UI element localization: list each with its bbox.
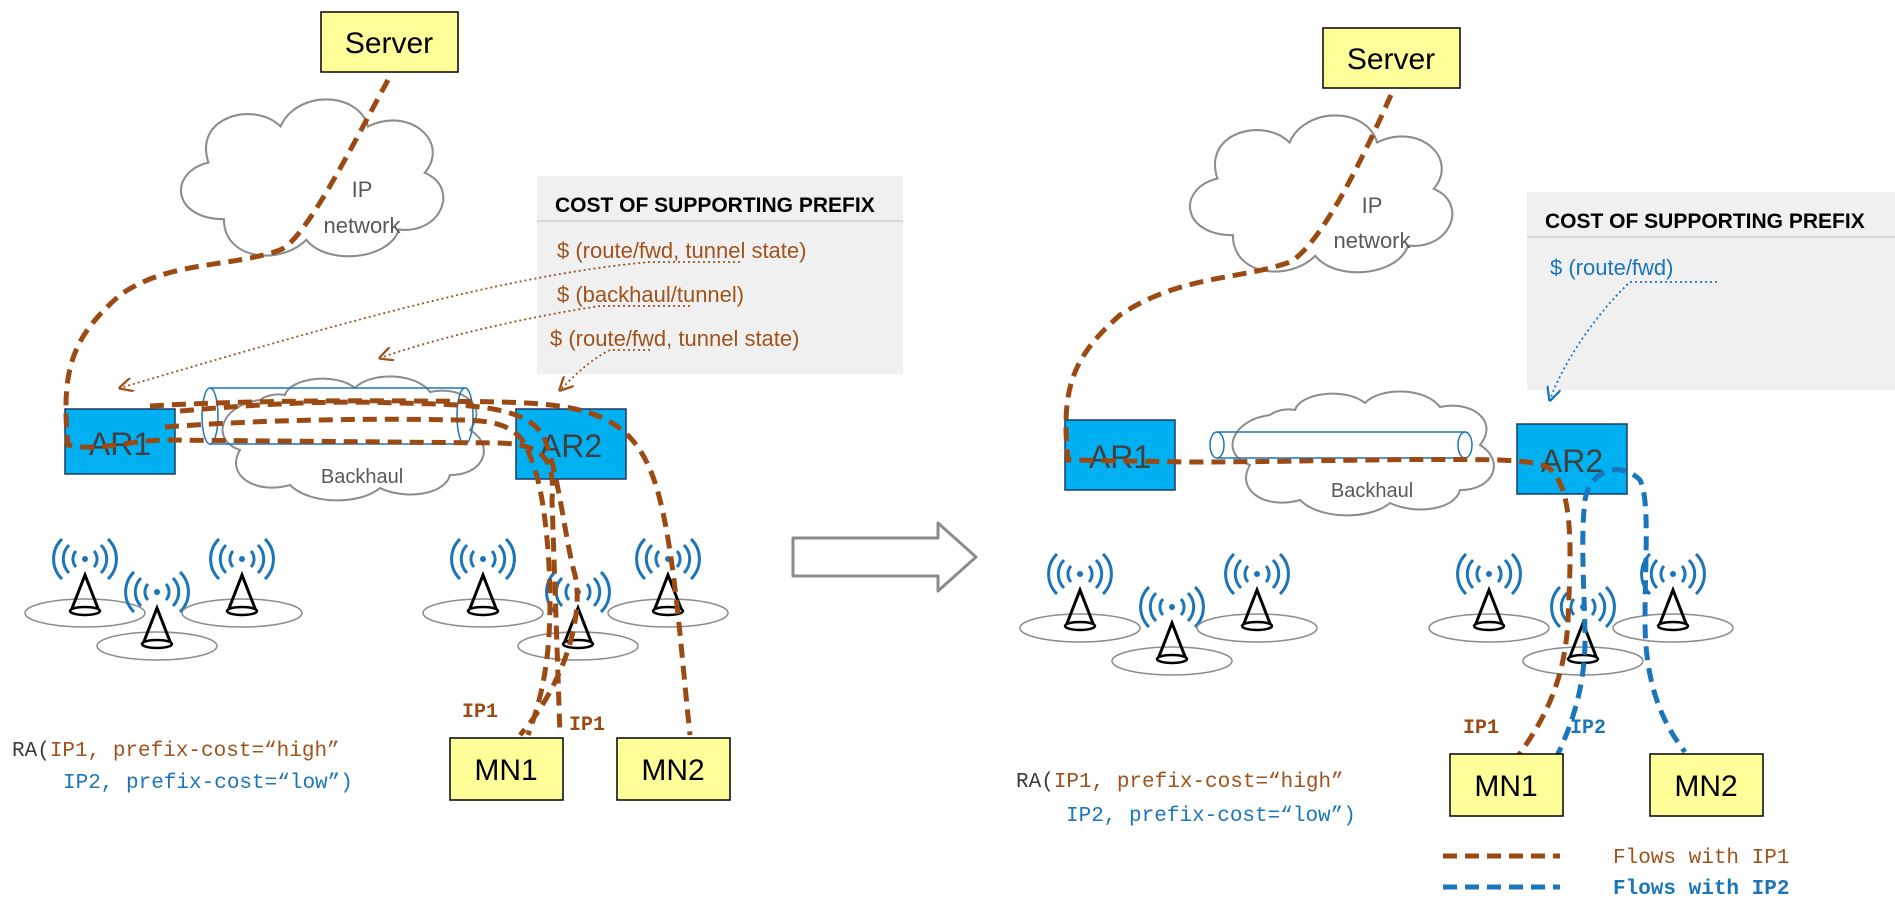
mn2-node-right: MN2 — [1649, 753, 1764, 817]
cloud-label-ip: IP — [352, 177, 373, 202]
server-label: Server — [1347, 43, 1435, 76]
cost-arrow — [1550, 281, 1717, 400]
mn2-label: MN2 — [641, 754, 704, 787]
wireless-tower-icon — [1195, 552, 1319, 644]
cost-title: COST OF SUPPORTING PREFIX — [1545, 210, 1865, 233]
ra-line-ip1: IP1, prefix-cost=“high” — [1054, 771, 1344, 794]
mn1-node-left: MN1 — [449, 737, 564, 801]
ar2-label: AR2 — [540, 428, 602, 464]
backhaul-cloud-left: Backhaul — [221, 375, 485, 502]
ip1-label: IP1 — [569, 714, 605, 737]
ip-network-cloud-left: IP network — [179, 98, 445, 258]
flow-line — [149, 398, 693, 736]
ar1-label: AR1 — [1089, 439, 1151, 475]
mn2-label: MN2 — [1674, 770, 1737, 803]
wireless-tower-icon — [180, 537, 304, 629]
access-points-right — [1018, 552, 1735, 677]
server-node-left: Server — [320, 11, 459, 73]
right-arrow-icon — [791, 521, 978, 593]
ip1-label: IP1 — [1463, 717, 1499, 740]
ip1-flows-right — [1063, 93, 1573, 762]
server-node-right: Server — [1322, 27, 1461, 89]
wireless-tower-icon — [606, 537, 730, 629]
cost-arrow — [120, 261, 740, 388]
legend-label-ip1: Flows with IP1 — [1613, 847, 1789, 870]
ar1-label: AR1 — [89, 426, 151, 462]
ip2-label: IP2 — [1570, 717, 1606, 740]
ra-line-ip1: IP1, prefix-cost=“high” — [50, 740, 340, 763]
wireless-tower-icon — [1427, 552, 1551, 644]
mn1-node-right: MN1 — [1449, 753, 1564, 817]
cost-title: COST OF SUPPORTING PREFIX — [555, 194, 875, 217]
backhaul-cloud-right: Backhaul — [1231, 390, 1495, 517]
cost-item: $ (backhaul/tunnel) — [557, 282, 744, 307]
ar2-router-left: AR2 — [515, 408, 627, 480]
flow-line — [63, 78, 563, 736]
svg-text:RA(IP1, prefix-cost=“high”: RA(IP1, prefix-cost=“high” — [12, 740, 340, 763]
ar1-router-right: AR1 — [1064, 419, 1176, 491]
ar2-label: AR2 — [1541, 443, 1603, 479]
wireless-tower-icon — [1018, 552, 1142, 644]
server-label: Server — [345, 27, 433, 60]
cost-arrow — [380, 305, 690, 358]
cost-arrow — [560, 349, 650, 390]
svg-text:RA(IP1, prefix-cost=“high”: RA(IP1, prefix-cost=“high” — [1016, 771, 1344, 794]
cloud-label-ip: IP — [1362, 193, 1383, 218]
flow-line — [1063, 93, 1573, 762]
router-advertisement-left: RA(IP1, prefix-cost=“high” IP2, prefix-c… — [12, 740, 353, 795]
cost-arrows-right — [1550, 281, 1717, 400]
router-advertisement-right: RA(IP1, prefix-cost=“high” IP2, prefix-c… — [1016, 771, 1356, 828]
cost-item: $ (route/fwd, tunnel state) — [557, 238, 806, 263]
cost-item: $ (route/fwd, tunnel state) — [550, 326, 799, 351]
tunnel-right — [1209, 431, 1473, 459]
cost-arrows-left — [120, 261, 740, 390]
ra-line-ip2: IP2, prefix-cost=“low”) — [1066, 805, 1356, 828]
ip1-flows-left — [63, 78, 693, 737]
backhaul-label: Backhaul — [321, 466, 403, 488]
mn1-label: MN1 — [1474, 770, 1537, 803]
ra-prefix: RA( — [12, 740, 50, 763]
ar2-router-right: AR2 — [1516, 423, 1628, 495]
ip-network-cloud-right: IP network — [1188, 114, 1454, 274]
cost-item: $ (route/fwd) — [1550, 255, 1674, 280]
legend: Flows with IP1 Flows with IP2 — [1443, 847, 1789, 900]
right-panel: IP network COST OF SUPPORTING PREFIX $ (… — [1016, 27, 1895, 900]
left-panel: IP network COST OF SUPPORTING PREFIX $ (… — [12, 11, 903, 801]
cloud-label-network: network — [1333, 228, 1411, 253]
cost-panel-left: COST OF SUPPORTING PREFIX $ (route/fwd, … — [537, 176, 903, 374]
ra-prefix: RA( — [1016, 771, 1054, 794]
cost-panel-right: COST OF SUPPORTING PREFIX $ (route/fwd) — [1527, 192, 1895, 390]
wireless-tower-icon — [421, 537, 545, 629]
flow-line — [164, 416, 553, 736]
ip1-label: IP1 — [462, 701, 498, 724]
mn2-node-left: MN2 — [616, 737, 731, 801]
legend-label-ip2: Flows with IP2 — [1613, 878, 1789, 900]
wireless-tower-icon — [1611, 552, 1735, 644]
mn1-label: MN1 — [474, 754, 537, 787]
cloud-label-network: network — [323, 213, 401, 238]
access-points-left — [23, 537, 730, 662]
backhaul-label: Backhaul — [1331, 480, 1413, 502]
ra-line-ip2: IP2, prefix-cost=“low”) — [63, 772, 353, 795]
